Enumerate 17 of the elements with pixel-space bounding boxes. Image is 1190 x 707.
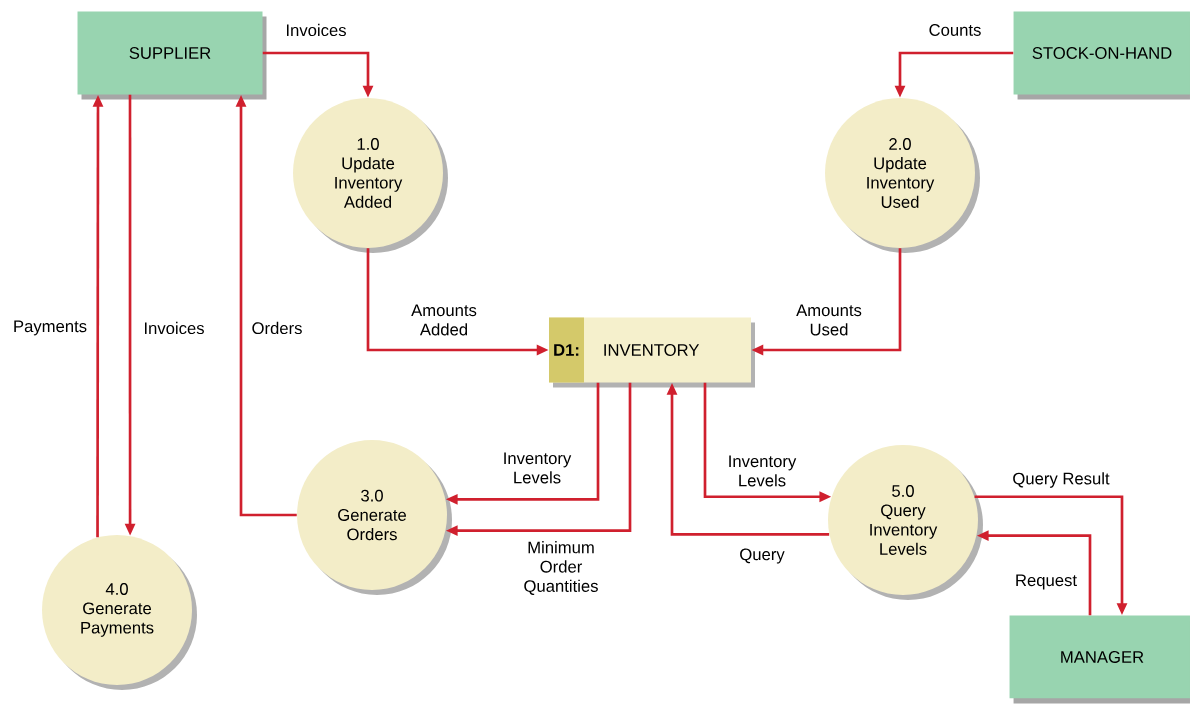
edge-label: Minimum Order Quantities [504,539,618,597]
edge-label: Payments [10,318,90,338]
edge-label: Amounts Used [792,302,866,338]
edge-label: Request [1012,572,1080,592]
external-entity-box: MANAGER [1009,615,1190,704]
edge-label: Orders [249,319,305,337]
edge-label: Counts [926,22,984,38]
external-entity-box: STOCK-ON-HAND [1013,11,1190,100]
edge-label: Query Result [1010,470,1112,490]
edge-label: Inventory Levels [497,450,577,486]
external-entity-box: SUPPLIER [77,11,267,100]
edge-label: Invoices [141,319,207,337]
edge-label: Amounts Added [407,302,481,338]
edge-label: Inventory Levels [722,453,802,489]
data-store: D1: INVENTORY [549,317,755,388]
edge-label: Query [737,546,787,566]
edge-label: Invoices [283,21,349,39]
